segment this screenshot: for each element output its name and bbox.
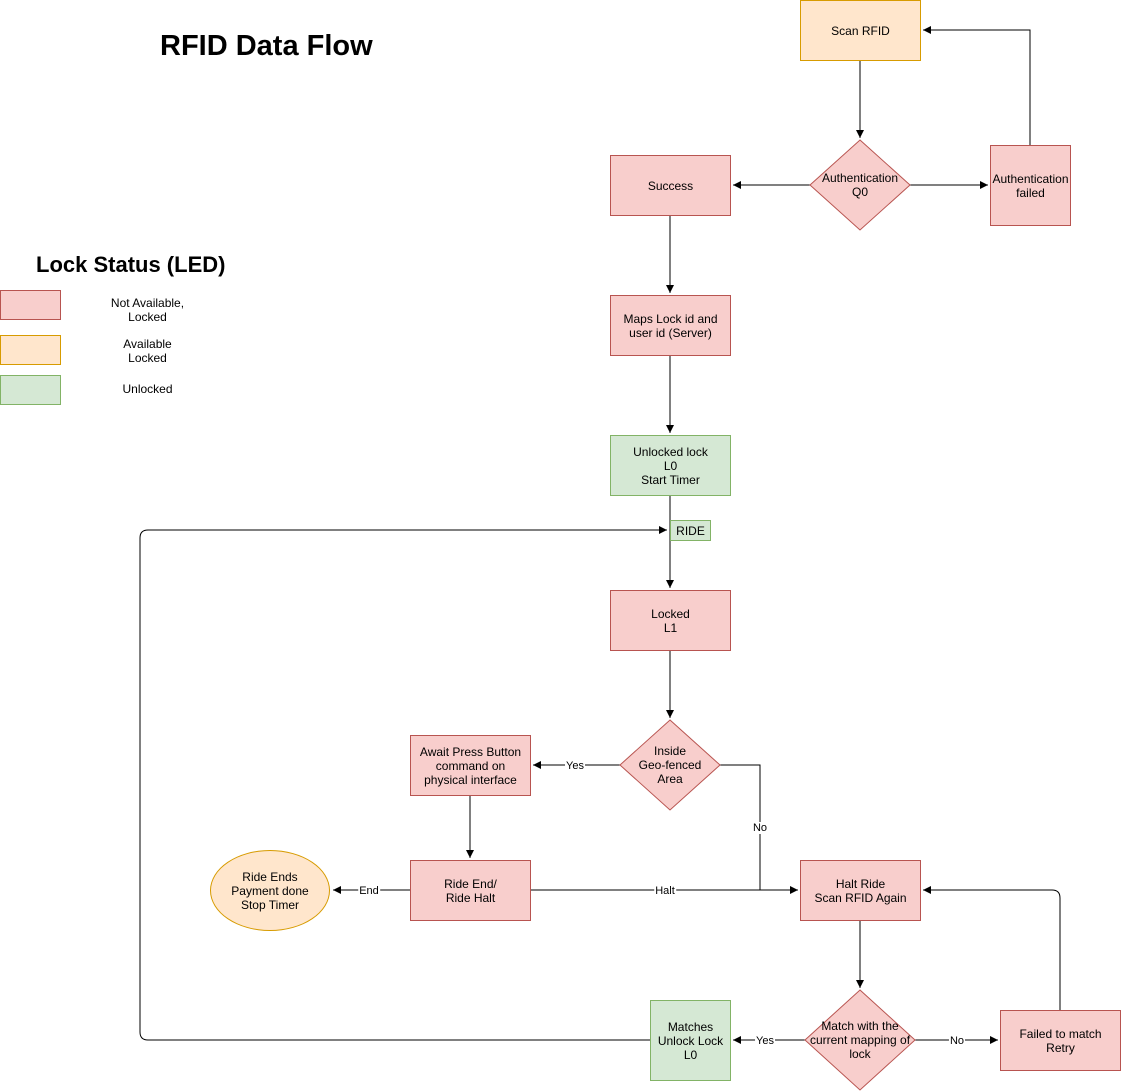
legend-label-available: Available Locked: [123, 337, 172, 365]
legend-heading: Lock Status (LED): [36, 252, 226, 277]
edge-label-no-geo: No: [751, 822, 769, 834]
locked-l1-node: Locked L1: [610, 590, 731, 651]
ride-ends-node: Ride Ends Payment done Stop Timer: [210, 850, 330, 931]
auth-q0-diamond: [809, 139, 911, 231]
auth-failed-node: Authentication failed: [990, 145, 1071, 226]
edge-inside-to-halt: [720, 764, 761, 890]
diagram-title: RFID Data Flow: [160, 30, 373, 62]
legend-label-unlocked: Unlocked: [122, 382, 173, 396]
failed-match-node: Failed to match Retry: [1000, 1010, 1121, 1071]
ride-end-node: Ride End/ Ride Halt: [410, 860, 531, 921]
legend-label-not-available: Not Available, Locked: [110, 296, 185, 324]
scan-rfid-node: Scan RFID: [800, 0, 921, 61]
edge-matches-to-ride: [139, 526, 667, 1041]
edge-label-yes-geo: Yes: [565, 760, 585, 772]
edge-failed-to-scan: [923, 26, 1031, 145]
legend-swatch-orange: [0, 335, 61, 365]
maps-lock-node: Maps Lock id and user id (Server): [610, 295, 731, 356]
edge-failed-to-halt: [923, 886, 1061, 1010]
success-node: Success: [610, 155, 731, 216]
await-press-node: Await Press Button command on physical i…: [410, 735, 531, 796]
edge-label-yes-match: Yes: [755, 1035, 775, 1047]
edge-label-halt: Halt: [654, 885, 676, 897]
edge-label-no-match: No: [948, 1035, 966, 1047]
edge-label-end: End: [358, 885, 380, 897]
matches-unlock-node: Matches Unlock Lock L0: [650, 1000, 731, 1081]
inside-geo-label: Inside Geo-fenced Area: [638, 744, 702, 786]
ride-label-node: RIDE: [670, 520, 711, 541]
halt-ride-node: Halt Ride Scan RFID Again: [800, 860, 921, 921]
match-mapping-diamond: [804, 989, 916, 1091]
legend-swatch-green: [0, 375, 61, 405]
legend-swatch-red: [0, 290, 61, 320]
inside-geo-diamond: [619, 719, 721, 811]
match-mapping-label: Match with the current mapping of lock: [809, 1019, 911, 1061]
auth-q0-label: Authentication Q0: [821, 171, 899, 199]
unlocked-l0-node: Unlocked lock L0 Start Timer: [610, 435, 731, 496]
